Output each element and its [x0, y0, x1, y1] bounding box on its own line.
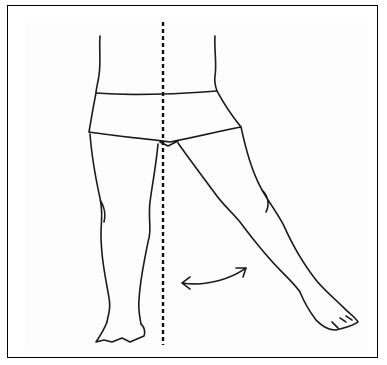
- shorts-right-side: [217, 91, 241, 127]
- left-foot: [96, 322, 145, 342]
- torso-left-outline: [96, 36, 100, 93]
- right-knee: [262, 190, 268, 212]
- shorts-waistband: [96, 91, 217, 94]
- shorts-left-side: [89, 93, 96, 132]
- double-headed-arrow-icon: [182, 268, 246, 289]
- right-leg-upper-outer: [241, 127, 316, 280]
- shorts-hem: [89, 127, 241, 142]
- torso-right-outline: [215, 36, 217, 91]
- right-leg-upper-inner: [178, 143, 300, 292]
- left-leg-outer: [90, 134, 110, 322]
- right-foot: [300, 280, 358, 330]
- left-leg-inner: [139, 144, 158, 324]
